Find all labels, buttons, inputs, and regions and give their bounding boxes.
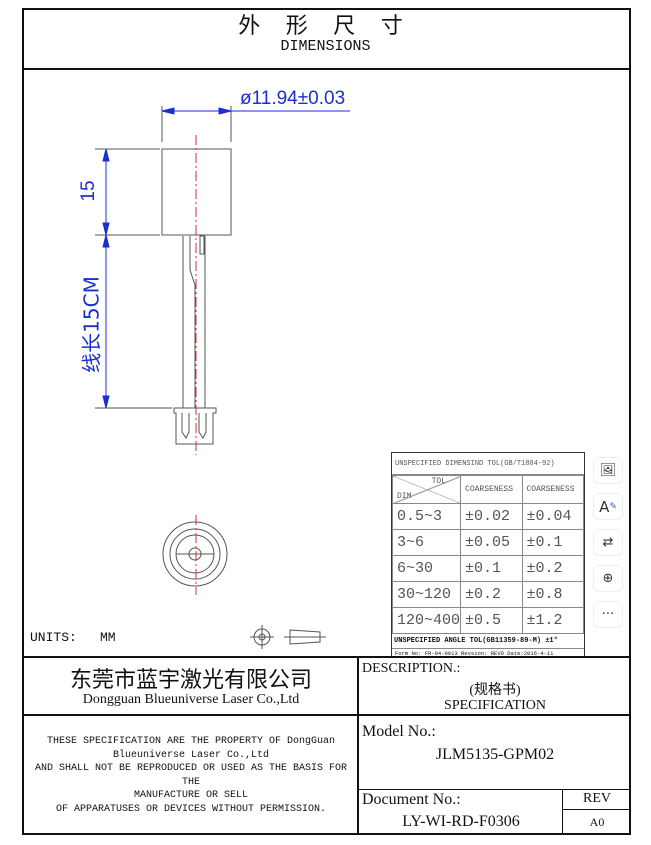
- units-value: MM: [100, 630, 116, 645]
- document-label: Document No.:: [362, 791, 461, 808]
- title-cn: 外 形 尺 寸: [238, 13, 413, 38]
- image-edit-icon[interactable]: 🖼: [593, 457, 623, 484]
- property-notice: THESE SPECIFICATION ARE THE PROPERTY OF …: [34, 736, 348, 815]
- more-icon[interactable]: ···: [593, 601, 623, 628]
- company-name-en: Dongguan Blueuniverse Laser Co.,Ltd: [82, 692, 300, 707]
- divider: [22, 656, 631, 658]
- company-name-cn: 东莞市蓝宇激光有限公司: [69, 668, 312, 693]
- drawing-frame: [22, 8, 631, 835]
- technical-drawing: [95, 106, 350, 649]
- divider: [562, 789, 563, 835]
- description-cn: (规格书): [469, 683, 521, 698]
- description-label: DESCRIPTION.:: [362, 661, 461, 676]
- table-row: 3~6±0.05±0.1: [391, 529, 584, 556]
- form-info: Form No: FR-04-0013 Revsion: REVO Date:2…: [395, 650, 554, 657]
- height-dimension: 15: [78, 180, 99, 202]
- divider: [562, 809, 631, 810]
- divider: [22, 68, 631, 70]
- tol-header: COARSENESS: [521, 475, 584, 504]
- model-label: Model No.:: [362, 723, 436, 740]
- angle-tol: UNSPECIFIED ANGLE TOL(GB11359-89-M) ±1°: [392, 634, 584, 649]
- rev-value: A0: [589, 815, 605, 829]
- divider: [357, 656, 359, 835]
- tolerance-table: UNSPECIFIED DIMENSIND TOL(GB/T1804-92) T…: [391, 452, 585, 657]
- divider: [357, 789, 631, 790]
- tol-title: UNSPECIFIED DIMENSIND TOL(GB/T1804-92): [392, 453, 584, 475]
- text-edit-icon[interactable]: A✎: [593, 493, 623, 520]
- divider: [22, 714, 631, 716]
- wire-length-dimension: 线长15CM: [79, 276, 104, 373]
- title-en: DIMENSIONS: [280, 38, 371, 55]
- tol-header: COARSENESS: [460, 475, 523, 504]
- connector: [173, 407, 217, 445]
- table-row: 30~120±0.2±0.8: [391, 581, 584, 608]
- description-en: SPECIFICATION: [444, 698, 546, 713]
- table-row: 0.5~3±0.02±0.04: [391, 503, 584, 530]
- model-value: JLM5135-GPM02: [435, 746, 555, 763]
- convert-icon[interactable]: ⇄: [593, 529, 623, 556]
- zoom-in-icon[interactable]: ⊕: [593, 565, 623, 592]
- diameter-dimension: ø11.94±0.03: [240, 88, 346, 109]
- document-value: LY-WI-RD-F0306: [402, 813, 520, 830]
- units-label: UNITS:: [30, 630, 77, 645]
- table-row: 120~400±0.5±1.2: [391, 607, 584, 634]
- rev-label: REV: [583, 791, 611, 806]
- table-row: 6~30±0.1±0.2: [391, 555, 584, 582]
